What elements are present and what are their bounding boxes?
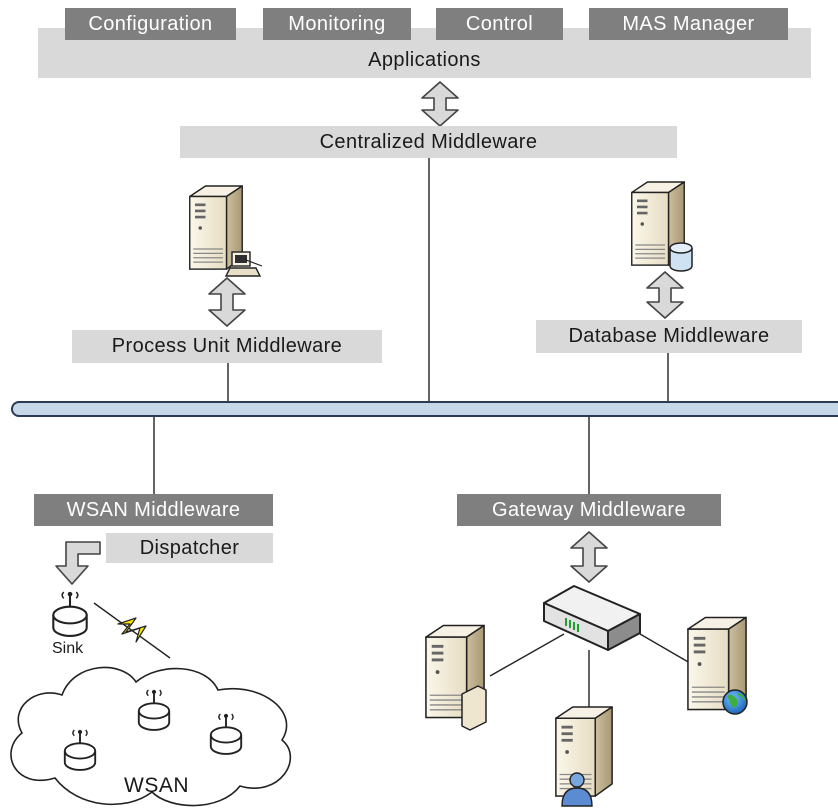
lightning-wireless-icon — [117, 617, 147, 643]
gateway-arrow — [570, 531, 608, 583]
gateway-middleware-box: Gateway Middleware — [457, 494, 721, 526]
document-icon — [461, 685, 487, 731]
apps-central-arrow — [421, 81, 459, 127]
wsan-network-label: WSAN — [124, 774, 189, 797]
database-cylinder-icon — [669, 242, 693, 272]
process-unit-middleware-box: Process Unit Middleware — [72, 330, 382, 363]
applications-title: Applications — [368, 49, 481, 71]
computer-terminal-icon — [224, 251, 263, 277]
configuration-app-box[interactable]: Configuration — [65, 8, 236, 40]
globe-icon — [722, 689, 748, 715]
dispatcher-arrow — [55, 541, 101, 585]
centralized-middleware-box: Centralized Middleware — [180, 126, 677, 158]
sink-label: Sink — [52, 640, 84, 657]
database-arrow — [646, 271, 684, 319]
network-bus — [11, 401, 838, 417]
control-app-box[interactable]: Control — [436, 8, 563, 40]
wsan-middleware-box: WSAN Middleware — [34, 494, 273, 526]
dispatcher-box: Dispatcher — [106, 533, 273, 563]
router-gateway-icon — [543, 585, 641, 651]
mas-manager-app-box[interactable]: MAS Manager — [589, 8, 788, 40]
cloud-icon — [10, 666, 292, 807]
monitoring-app-box[interactable]: Monitoring — [263, 8, 411, 40]
sink-node-icon — [52, 590, 88, 637]
process-unit-arrow — [208, 277, 246, 327]
database-middleware-box: Database Middleware — [536, 320, 802, 353]
user-icon — [561, 772, 593, 807]
